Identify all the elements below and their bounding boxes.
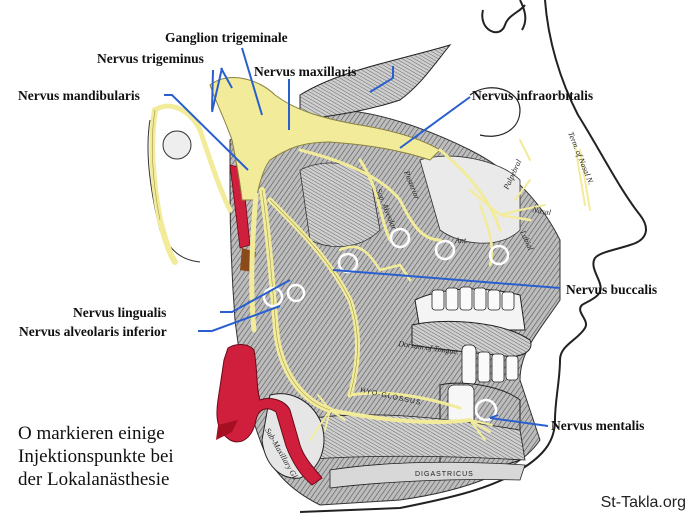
pointer-buccalis <box>332 269 561 289</box>
pointer-mandibularis <box>164 94 249 171</box>
label-nasal: Nasal <box>531 205 553 217</box>
note-line-3: der Lokalanästhesie <box>18 469 170 490</box>
pointer-mentalis-2 <box>489 414 499 419</box>
pointer-lingualis <box>220 279 291 313</box>
nerves <box>209 77 441 201</box>
watermark: St-Takla.org <box>600 494 686 511</box>
injection-marker <box>434 239 456 261</box>
label-ant: Ant. <box>454 236 468 245</box>
pointer-trigeminus-1 <box>211 69 214 111</box>
injection-marker <box>286 283 306 303</box>
label-nervus-trigeminus: Nervus trigeminus <box>97 51 204 66</box>
pointer-trigeminus-3 <box>211 67 223 113</box>
injection-note: O markieren einige Injektionspunkte bei … <box>18 422 174 491</box>
label-nervus-mentalis: Nervus mentalis <box>551 418 645 433</box>
note-line-2: Injektionspunkte bei <box>18 446 174 467</box>
label-ganglion-trigeminale: Ganglion trigeminale <box>165 30 288 45</box>
label-nervus-alveolaris-inferior: Nervus alveolaris inferior <box>19 324 167 339</box>
label-digastricus: DIGASTRICUS <box>415 471 474 478</box>
label-nervus-buccalis: Nervus buccalis <box>566 282 658 297</box>
face-outline <box>299 0 647 513</box>
pointer-trigeminus-2 <box>220 67 233 89</box>
label-nervus-lingualis: Nervus lingualis <box>73 305 167 320</box>
injection-marker <box>389 227 411 249</box>
neck-muscles <box>299 414 526 489</box>
pointer-alveolaris <box>198 305 281 332</box>
injection-marker <box>488 244 510 266</box>
pointer-maxillaris-2 <box>369 66 394 93</box>
label-nervus-infraorbitalis: Nervus infraorbitalis <box>472 88 594 103</box>
pointer-lines <box>164 47 561 427</box>
nerve-outlines <box>151 109 358 411</box>
pointer-mentalis <box>489 417 549 427</box>
label-nervus-mandibularis: Nervus mandibularis <box>18 88 140 103</box>
label-nervus-maxillaris: Nervus maxillaris <box>254 64 357 79</box>
note-line-1: O markieren einige <box>18 423 165 444</box>
pointer-ganglion <box>241 47 263 116</box>
pointer-infraorbitalis <box>399 96 471 149</box>
injection-marker <box>262 286 284 308</box>
injection-marker <box>474 398 498 422</box>
